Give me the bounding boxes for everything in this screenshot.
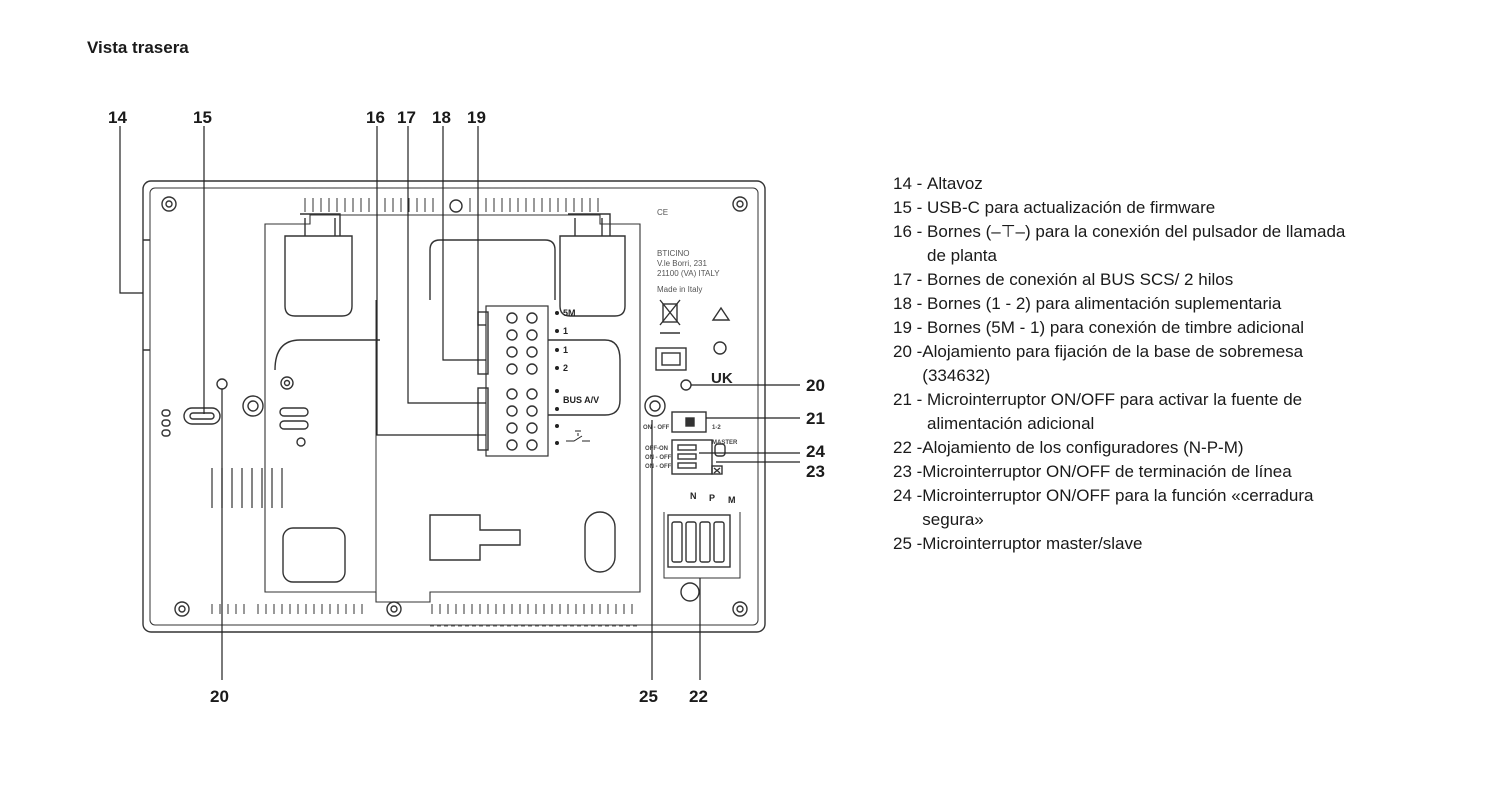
legend-text: Microinterruptor ON/OFF de terminación d…	[922, 462, 1292, 481]
legend-number: 24 -	[893, 486, 923, 505]
legend-number: 17 -	[893, 270, 928, 289]
callout-20-bottom: 20	[210, 687, 229, 706]
callout-14: 14	[108, 108, 127, 127]
legend-text: Microinterruptor ON/OFF para activar la …	[927, 390, 1303, 433]
callout-22: 22	[689, 687, 708, 706]
legend-item: 18 - Bornes (1 - 2) para alimentación su…	[893, 292, 1363, 316]
switch-label-master: MASTER	[712, 440, 738, 446]
switch-label-on-off-3: ON - OFF	[645, 464, 672, 470]
legend-text: Bornes (1 - 2) para alimentación supleme…	[927, 294, 1282, 313]
legend-text: Altavoz	[927, 174, 983, 193]
legend-number: 19 -	[893, 318, 928, 337]
legend-item: 19 - Bornes (5M - 1) para conexión de ti…	[893, 316, 1363, 340]
legend-item: 25 -Microinterruptor master/slave	[893, 532, 1363, 556]
leader-lines	[119, 126, 800, 680]
page-title: Vista trasera	[87, 38, 189, 57]
legend-number: 23 -	[893, 462, 923, 481]
rear-view-diagram: 5M 1 1 2 BUS A/V CE BTICINO V.le Borri, …	[108, 108, 825, 706]
terminal-label-2: 2	[563, 363, 568, 373]
terminal-label-1b: 1	[563, 345, 568, 355]
terminal-label-1a: 1	[563, 326, 568, 336]
legend-number: 14 -	[893, 174, 928, 193]
legend-list: 14 - Altavoz 15 - USB-C para actualizaci…	[893, 172, 1363, 556]
legend-text: Microinterruptor ON/OFF para la función …	[922, 486, 1314, 529]
legend-text: Bornes de conexión al BUS SCS/ 2 hilos	[927, 270, 1234, 289]
callout-16: 16	[366, 108, 385, 127]
configurator-label-m: M	[728, 495, 736, 505]
brand-label: BTICINO	[657, 249, 689, 258]
legend-number: 18 -	[893, 294, 928, 313]
legend-item: 22 -Alojamiento de los configuradores (N…	[893, 436, 1363, 460]
ukca-mark: UK	[711, 370, 733, 387]
legend-item: 20 -Alojamiento para fijación de la base…	[893, 340, 1363, 388]
legend-number: 22 -	[893, 438, 923, 457]
legend-item: 21 - Microinterruptor ON/OFF para activa…	[893, 388, 1363, 436]
made-in-label: Made in Italy	[657, 285, 702, 294]
legend-text: USB-C para actualización de firmware	[927, 198, 1216, 217]
legend-text: Alojamiento de los configuradores (N-P-M…	[922, 438, 1244, 457]
callout-24: 24	[806, 442, 825, 461]
configurator-label-n: N	[690, 491, 697, 501]
callout-19: 19	[467, 108, 486, 127]
address-line-1: V.le Borri, 231	[657, 259, 708, 268]
device-housing	[142, 180, 766, 633]
legend-item: 24 -Microinterruptor ON/OFF para la func…	[893, 484, 1363, 532]
base-fixing-hole-left	[216, 378, 228, 390]
callout-25: 25	[639, 687, 658, 706]
address-line-2: 21100 (VA) ITALY	[657, 269, 720, 278]
callout-15: 15	[193, 108, 212, 127]
legend-number: 21 -	[893, 390, 928, 409]
screw-icon	[161, 196, 748, 617]
legend-item: 15 - USB-C para actualización de firmwar…	[893, 196, 1363, 220]
double-insulation-icon	[655, 347, 687, 371]
legend-item: 17 - Bornes de conexión al BUS SCS/ 2 hi…	[893, 268, 1363, 292]
ce-mark: CE	[657, 208, 668, 217]
legend-number: 20 -	[893, 342, 923, 361]
terminal-label-5m: 5M	[563, 308, 576, 318]
safety-mark-icon	[713, 341, 727, 355]
legend-item: 14 - Altavoz	[893, 172, 1363, 196]
legend-item: 23 -Microinterruptor ON/OFF de terminaci…	[893, 460, 1363, 484]
switch-label-on-off-2: ON - OFF	[645, 455, 672, 461]
configurator-label-p: P	[709, 493, 715, 503]
legend-number: 15 -	[893, 198, 928, 217]
base-fixing-hole-right	[680, 379, 692, 391]
legend-text: Alojamiento para fijación de la base de …	[922, 342, 1304, 385]
usb-c-port	[183, 407, 221, 425]
dip-switch-block	[671, 411, 726, 475]
terminal-label-bus: BUS A/V	[563, 395, 599, 405]
pushbutton-symbol-icon	[566, 430, 590, 442]
switch-label-off-on: OFF-ON	[645, 446, 668, 452]
callout-21: 21	[806, 409, 825, 428]
legend-text: Microinterruptor master/slave	[922, 534, 1143, 553]
legend-text: Bornes (5M - 1) para conexión de timbre …	[927, 318, 1305, 337]
legend-number: 16 -	[893, 222, 928, 241]
legend-number: 25 -	[893, 534, 923, 553]
callout-23: 23	[806, 462, 825, 481]
callout-20-right: 20	[806, 376, 825, 395]
configurator-housing	[663, 512, 741, 579]
legend-text: Bornes (–⊤–) para la conexión del pulsad…	[927, 222, 1346, 265]
callout-18: 18	[432, 108, 451, 127]
switch-label-1-2: 1-2	[712, 425, 721, 431]
switch-label-onoff-top: ON - OFF	[643, 425, 670, 431]
recycling-icon	[711, 306, 731, 321]
legend-item: 16 - Bornes (–⊤–) para la conexión del p…	[893, 220, 1363, 268]
terminal-block	[477, 305, 549, 457]
callout-17: 17	[397, 108, 416, 127]
